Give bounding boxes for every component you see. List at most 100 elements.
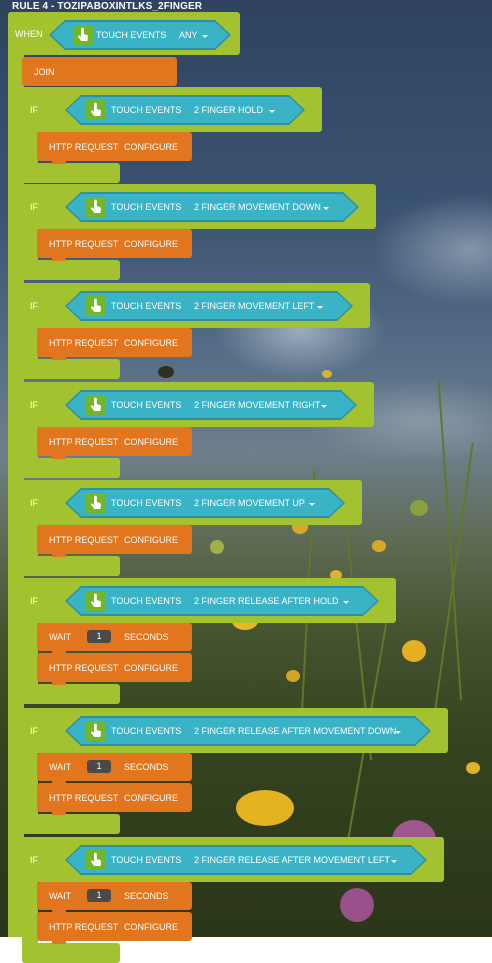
if-keyword: IF [30,596,38,606]
touch-events-label: TOUCH EVENTS [111,596,182,606]
wait-unit-label: SECONDS [124,891,169,901]
touch-events-condition[interactable] [67,293,351,319]
http-request-block[interactable] [37,229,192,258]
touch-events-condition[interactable] [67,490,343,516]
http-configure-button[interactable]: CONFIGURE [124,437,178,447]
http-request-label: HTTP REQUEST [49,793,119,803]
chevron-down-icon[interactable] [202,35,208,38]
wait-block[interactable] [37,882,192,910]
http-configure-button[interactable]: CONFIGURE [124,535,178,545]
chevron-down-icon[interactable] [395,731,401,734]
touch-events-label: TOUCH EVENTS [111,498,182,508]
meadow-flower [210,540,224,554]
touch-events-label: TOUCH EVENTS [111,301,182,311]
http-request-block[interactable] [37,328,192,357]
touch-events-condition[interactable] [67,588,377,614]
http-request-label: HTTP REQUEST [49,535,119,545]
condition-dropdown[interactable]: 2 FINGER RELEASE AFTER HOLD [194,596,339,606]
block-notch [52,681,66,685]
http-request-label: HTTP REQUEST [49,142,119,152]
http-configure-button[interactable]: CONFIGURE [124,922,178,932]
wait-seconds-input[interactable]: 1 [87,630,111,643]
http-request-label: HTTP REQUEST [49,338,119,348]
if-keyword: IF [30,726,38,736]
wait-seconds-input[interactable]: 1 [87,760,111,773]
touch-events-condition[interactable] [67,718,429,744]
meadow-flower [372,540,386,552]
meadow-flower [236,790,294,826]
wait-block[interactable] [37,623,192,651]
chevron-down-icon[interactable] [323,207,329,210]
block-notch [52,811,66,815]
if-keyword: IF [30,202,38,212]
http-configure-button[interactable]: CONFIGURE [124,338,178,348]
if-keyword: IF [30,301,38,311]
meadow-flower [322,370,332,378]
meadow-flower [330,570,342,580]
http-request-block[interactable] [37,783,192,812]
touch-events-condition[interactable] [67,194,357,220]
chevron-down-icon[interactable] [343,601,349,604]
touch-events-condition[interactable] [67,97,303,123]
if-footer [22,943,120,963]
wait-label: WAIT [49,762,72,772]
condition-dropdown[interactable]: 2 FINGER RELEASE AFTER MOVEMENT DOWN [194,726,397,736]
block-notch [52,356,66,360]
wait-label: WAIT [49,632,72,642]
http-configure-button[interactable]: CONFIGURE [124,663,178,673]
touch-events-condition[interactable] [67,847,425,873]
http-request-block[interactable] [37,525,192,554]
if-footer [22,814,120,834]
touch-icon [86,493,106,513]
when-event-label: TOUCH EVENTS [96,30,167,40]
when-event-dropdown[interactable]: ANY [179,30,198,40]
http-request-block[interactable] [37,132,192,161]
condition-dropdown[interactable]: 2 FINGER MOVEMENT DOWN [194,202,321,212]
chevron-down-icon[interactable] [269,110,275,113]
wait-seconds-input[interactable]: 1 [87,889,111,902]
touch-icon [86,850,106,870]
touch-events-condition[interactable] [67,392,355,418]
block-notch [52,940,66,944]
http-request-block[interactable] [37,653,192,682]
meadow-flower [402,640,426,662]
touch-events-label: TOUCH EVENTS [111,105,182,115]
http-configure-button[interactable]: CONFIGURE [124,793,178,803]
http-request-block[interactable] [37,427,192,456]
condition-dropdown[interactable]: 2 FINGER HOLD [194,105,264,115]
join-block[interactable] [22,57,177,86]
condition-dropdown[interactable]: 2 FINGER MOVEMENT UP [194,498,305,508]
block-notch [52,257,66,261]
if-footer [22,458,120,478]
block-notch [52,553,66,557]
block-notch [52,650,66,654]
chevron-down-icon[interactable] [321,405,327,408]
chevron-down-icon[interactable] [309,503,315,506]
meadow-flower [340,888,374,922]
wait-label: WAIT [49,891,72,901]
if-footer [22,359,120,379]
http-request-label: HTTP REQUEST [49,663,119,673]
if-keyword: IF [30,105,38,115]
condition-dropdown[interactable]: 2 FINGER MOVEMENT RIGHT [194,400,321,410]
http-configure-button[interactable]: CONFIGURE [124,142,178,152]
if-keyword: IF [30,400,38,410]
http-request-block[interactable] [37,912,192,941]
touch-icon [86,591,106,611]
touch-events-label: TOUCH EVENTS [111,855,182,865]
condition-dropdown[interactable]: 2 FINGER RELEASE AFTER MOVEMENT LEFT [194,855,390,865]
if-footer [22,260,120,280]
if-left-rail [22,184,38,280]
join-label: JOIN [34,67,55,77]
wait-block[interactable] [37,753,192,781]
chevron-down-icon[interactable] [391,860,397,863]
condition-dropdown[interactable]: 2 FINGER MOVEMENT LEFT [194,301,315,311]
http-configure-button[interactable]: CONFIGURE [124,239,178,249]
block-notch [52,780,66,784]
touch-events-label: TOUCH EVENTS [111,726,182,736]
chevron-down-icon[interactable] [317,306,323,309]
if-footer [22,163,120,183]
if-left-rail [22,578,38,704]
if-left-rail [22,382,38,478]
touch-events-label: TOUCH EVENTS [111,400,182,410]
